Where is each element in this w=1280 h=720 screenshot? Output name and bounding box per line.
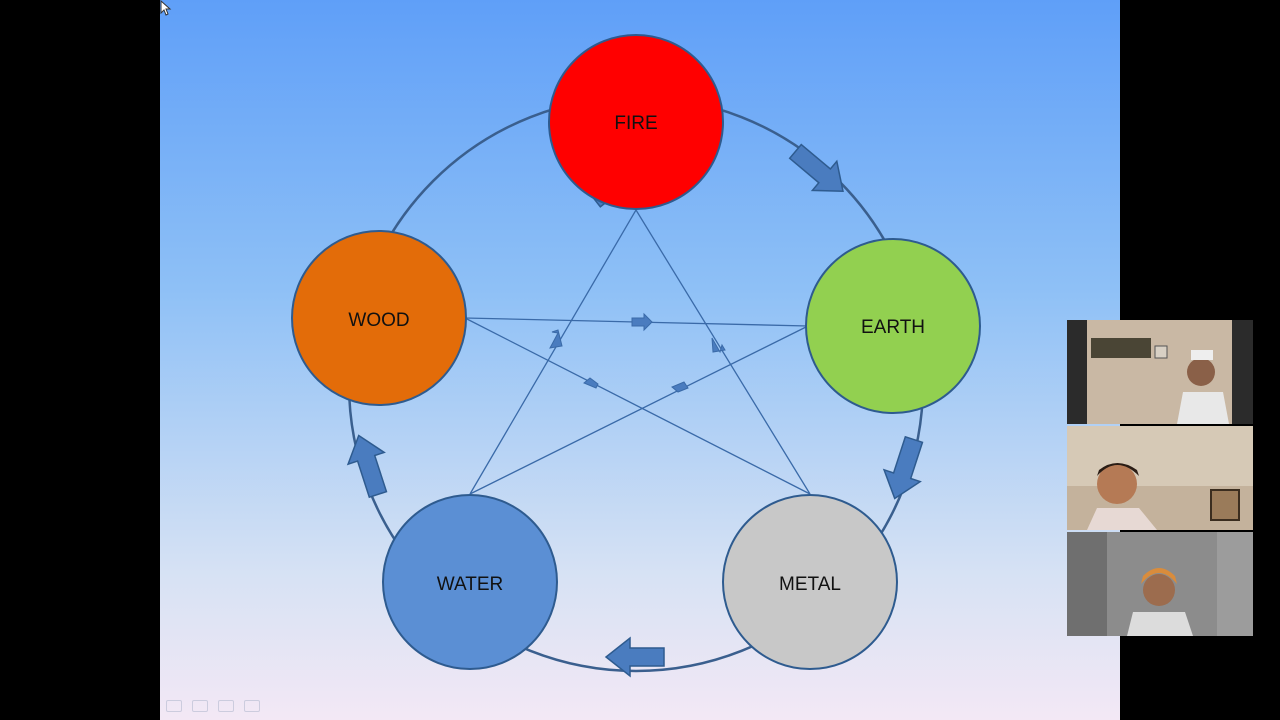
next-slide-icon[interactable] [244,700,260,712]
cycle-arrow-fire-earth [788,143,844,193]
small-arrow [671,381,689,393]
five-elements-diagram: FIRE EARTH METAL WATER WOOD [291,34,981,678]
presentation-slide: FIRE EARTH METAL WATER WOOD [160,0,1120,720]
control-lines [464,209,811,495]
participant-video-tile[interactable] [1067,320,1253,424]
video-participants-panel [1067,320,1253,636]
small-arrow [711,337,726,354]
fire-label: FIRE [614,113,657,134]
small-arrow [583,377,599,389]
control-arrows [549,312,726,393]
element-node-earth: EARTH [805,238,981,414]
cycle-arrow-metal-water [604,636,665,678]
pen-icon[interactable] [192,700,208,712]
previous-slide-icon[interactable] [166,700,182,712]
water-circle [382,494,558,670]
participant-video-tile[interactable] [1067,532,1253,636]
slideshow-toolbar [166,700,260,712]
mouse-cursor-icon [160,0,172,16]
water-label: WATER [437,574,504,595]
earth-circle [805,238,981,414]
element-node-wood: WOOD [291,230,467,406]
slides-menu-icon[interactable] [218,700,234,712]
participant-video-tile[interactable] [1067,426,1253,530]
cycle-arrow-water-wood [346,434,388,499]
earth-label: EARTH [861,317,925,338]
cycle-arrow-earth-metal [882,435,924,500]
metal-label: METAL [779,574,841,595]
small-arrow [631,312,653,332]
element-node-fire: FIRE [548,34,724,210]
element-node-metal: METAL [722,494,898,670]
wood-circle [291,230,467,406]
fire-circle [548,34,724,210]
small-arrow [549,329,563,349]
element-node-water: WATER [382,494,558,670]
metal-circle [722,494,898,670]
wood-label: WOOD [348,310,409,331]
